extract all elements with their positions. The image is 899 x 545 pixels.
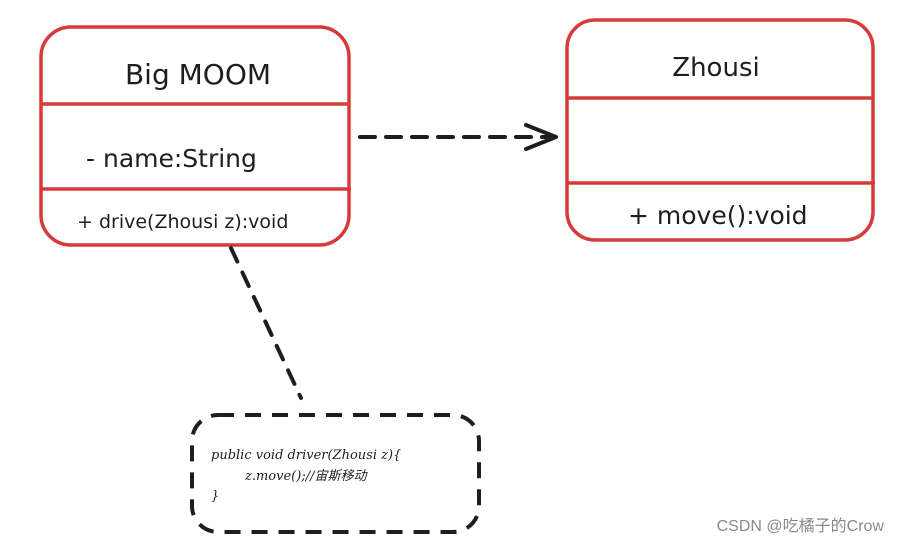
dependency-arrow[interactable]: [358, 123, 558, 151]
class-big-moom-attribute: - name:String: [86, 144, 257, 173]
code-note[interactable]: public void driver(Zhousi z){ z.move();/…: [190, 413, 481, 534]
class-zhousi-border: [565, 18, 875, 242]
code-note-line-3: }: [211, 489, 219, 504]
code-note-line-1: public void driver(Zhousi z){: [211, 448, 401, 463]
class-big-moom-method: + drive(Zhousi z):void: [77, 211, 288, 233]
watermark-text: CSDN @吃橘子的Crow: [717, 517, 885, 535]
class-zhousi[interactable]: Zhousi + move():void: [565, 18, 875, 242]
code-note-border: [190, 413, 481, 534]
class-big-moom-name: Big MOOM: [125, 58, 271, 91]
class-big-moom[interactable]: Big MOOM - name:String + drive(Zhousi z)…: [39, 25, 351, 247]
class-zhousi-name: Zhousi: [672, 53, 759, 83]
class-zhousi-method: + move():void: [628, 201, 808, 230]
note-connector-line[interactable]: [229, 246, 303, 400]
code-note-line-2: z.move();//宙斯移动: [244, 468, 368, 484]
dependency-arrow-head: [524, 123, 558, 151]
